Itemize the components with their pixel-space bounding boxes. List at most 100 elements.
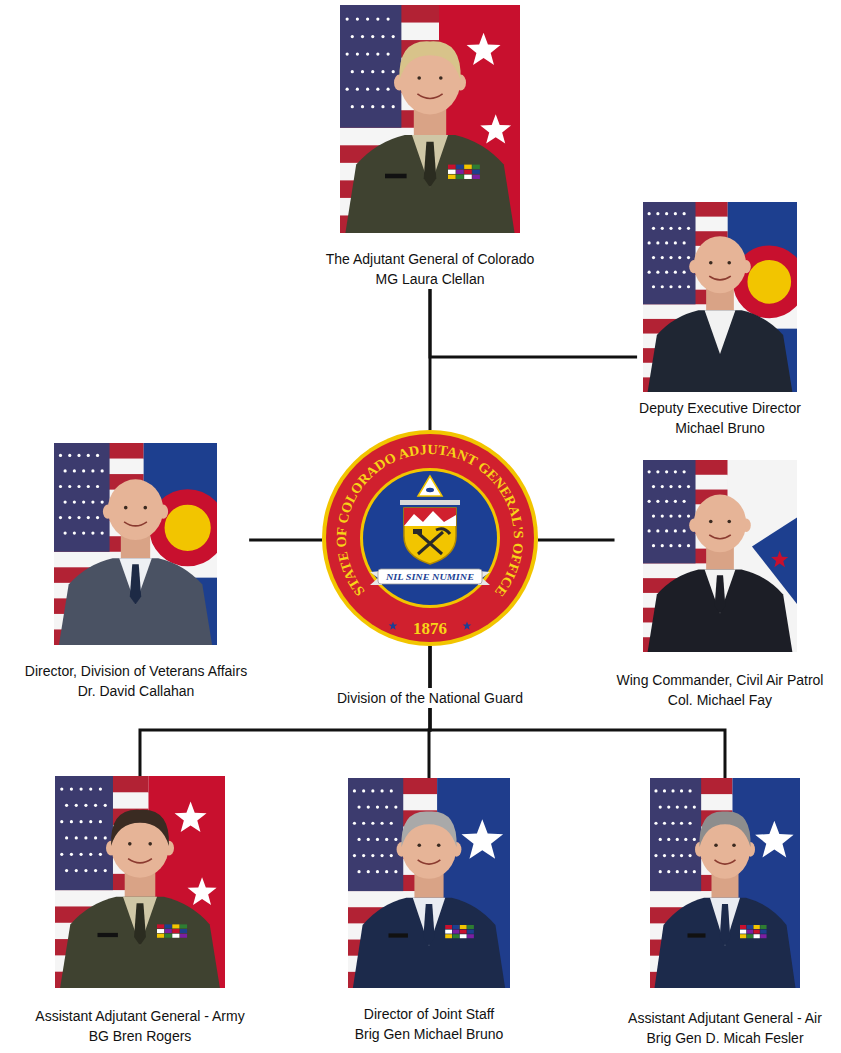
flag-star	[376, 870, 379, 873]
flag-star	[652, 544, 655, 547]
ribbon-bar	[460, 930, 467, 934]
flag-star	[69, 485, 72, 488]
person-eye	[714, 843, 718, 847]
flag-star	[674, 470, 677, 473]
flag-star	[661, 515, 664, 518]
flag-star	[371, 35, 374, 38]
person-eye	[128, 842, 132, 846]
person-eye	[124, 506, 128, 510]
flag-star	[687, 227, 690, 230]
name-tag	[687, 933, 705, 937]
ribbon-bar	[456, 165, 464, 169]
flag-star	[371, 822, 374, 825]
flag-star	[390, 789, 393, 792]
flag-star	[683, 500, 686, 503]
portrait-photo	[340, 5, 520, 233]
flag-star	[386, 88, 389, 91]
flag-star	[648, 500, 651, 503]
flag-star	[357, 805, 360, 808]
person-hair	[401, 811, 456, 847]
flag-star	[385, 838, 388, 841]
ribbon-bar	[467, 934, 474, 938]
seal-shield	[404, 508, 456, 564]
person-tie	[130, 564, 141, 604]
ribbon-bar	[464, 175, 472, 179]
flag-star	[648, 212, 651, 215]
flag-star	[371, 70, 374, 73]
flag-star	[380, 854, 383, 857]
flag-star	[79, 853, 82, 856]
connector-line	[249, 539, 322, 542]
division-label: Division of the National Guard	[333, 688, 527, 708]
flag-star	[64, 469, 67, 472]
flag-canton	[348, 778, 403, 891]
flag-star	[78, 485, 81, 488]
flag-star	[346, 17, 349, 20]
person-smile	[418, 860, 441, 864]
seal-tool-head	[436, 529, 450, 534]
flag-star	[684, 838, 687, 841]
job-title: The Adjutant General of Colorado	[326, 249, 535, 269]
seal-field	[363, 471, 497, 605]
person-card: Wing Commander, Civil Air PatrolCol. Mic…	[615, 460, 826, 710]
person-hair	[111, 810, 169, 846]
flag-star	[367, 870, 370, 873]
person-card: Director of Joint StaffBrig Gen Michael …	[346, 778, 512, 1044]
person-smile	[709, 276, 731, 280]
seal-eye	[426, 488, 434, 492]
person-name: BG Bren Rogers	[35, 1026, 244, 1046]
ribbon-bar	[464, 170, 472, 174]
person-name: Brig Gen D. Micah Fesler	[628, 1028, 822, 1048]
flag-star	[75, 804, 78, 807]
ribbon-bar	[740, 930, 746, 934]
flag-star	[676, 870, 679, 873]
flag-star	[678, 485, 681, 488]
flag-star	[353, 822, 356, 825]
flag-star	[394, 805, 397, 808]
seal-star	[389, 622, 398, 630]
flag-star	[687, 515, 690, 518]
flag-star	[654, 789, 657, 792]
ribbon-bar	[456, 175, 464, 179]
job-title: Wing Commander, Civil Air Patrol	[617, 670, 824, 690]
flag-star	[92, 532, 95, 535]
flag-star	[357, 870, 360, 873]
flag-star	[96, 516, 99, 519]
flag-star	[84, 804, 87, 807]
ribbon-bar	[452, 925, 459, 929]
person-tie	[423, 904, 434, 946]
person-shirt	[710, 898, 740, 946]
flag-star	[683, 529, 686, 532]
flag-star	[676, 805, 679, 808]
flag-star	[467, 33, 501, 65]
connector-line	[538, 539, 615, 542]
ribbon-bar	[452, 930, 459, 934]
flag-star	[676, 838, 679, 841]
flag-star	[78, 516, 81, 519]
flag-star	[669, 227, 672, 230]
flag-star	[661, 227, 664, 230]
flag-star	[654, 822, 657, 825]
flag-star	[661, 485, 664, 488]
flag-star	[659, 870, 662, 873]
flag-canton	[340, 5, 401, 128]
flag-star	[94, 804, 97, 807]
portrait-photo	[348, 778, 510, 988]
photo-ground	[55, 776, 225, 988]
ribbon-bar	[445, 930, 452, 934]
photo-ground	[643, 460, 797, 652]
flag-star	[65, 804, 68, 807]
flag-star	[684, 805, 687, 808]
portrait-photo	[55, 776, 225, 988]
flag-star	[99, 787, 102, 790]
name-tag	[385, 174, 407, 179]
ribbon-bar	[472, 170, 480, 174]
flag-star	[674, 212, 677, 215]
flag-star	[361, 70, 364, 73]
flag-star	[351, 35, 354, 38]
ribbon-bar	[464, 165, 472, 169]
ribbon-bar	[165, 934, 172, 938]
person-card: Assistant Adjutant General - ArmyBG Bren…	[33, 776, 246, 1046]
flag-star	[346, 88, 349, 91]
